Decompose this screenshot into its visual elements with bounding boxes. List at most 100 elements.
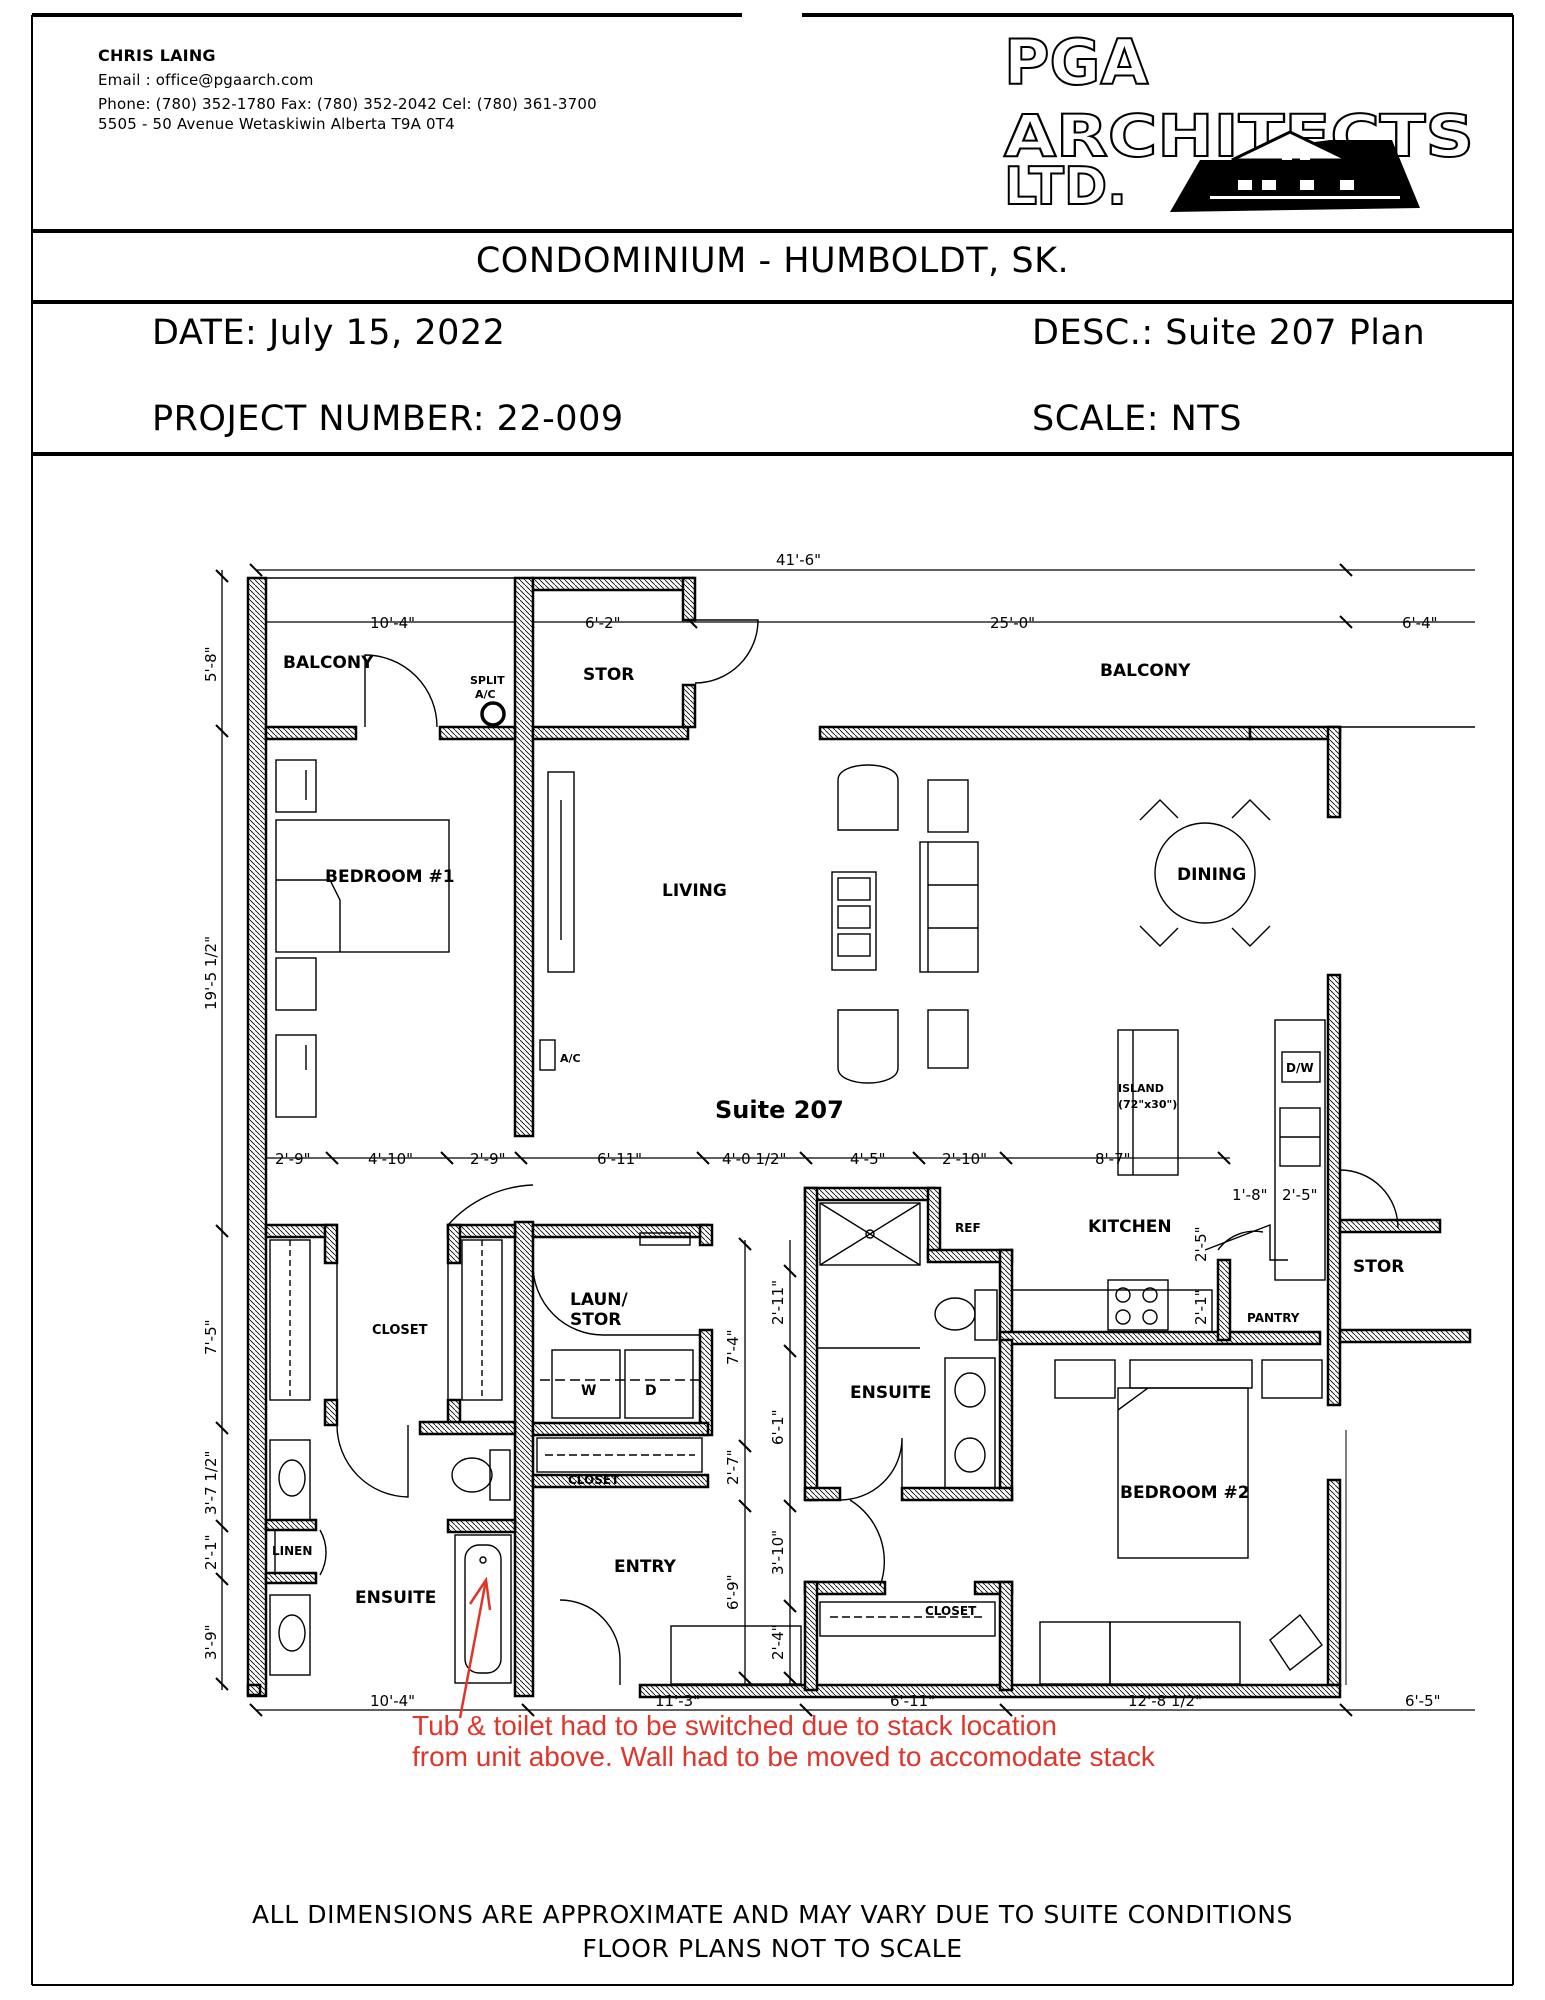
- wall-exterior-bottom: [638, 1683, 1342, 1699]
- toilet: [934, 1289, 998, 1341]
- dimension-label: 7'-5": [202, 1319, 220, 1355]
- split-ac-unit: [480, 701, 506, 727]
- dimension-label: 2'-1": [1192, 1289, 1210, 1325]
- tv-unit: [547, 771, 575, 973]
- wall-laundry-top: [531, 1223, 710, 1239]
- room-label: BALCONY: [283, 653, 374, 673]
- nightstand: [1261, 1359, 1323, 1399]
- wall-right-middle: [1326, 973, 1342, 1407]
- wall-bedroom1-living: [513, 576, 535, 1138]
- wall-ensuite-top: [418, 1420, 517, 1436]
- dimension-label: 2'-4": [769, 1624, 787, 1660]
- wall-closet-jamb-left: [323, 1398, 339, 1427]
- laundry-shelf: [639, 1232, 691, 1246]
- laundry-door: [532, 1264, 604, 1336]
- wall-closet-return-left: [323, 1223, 339, 1265]
- dimension-label: 6'-5": [1405, 1692, 1441, 1710]
- wall-balcony-bedroom1: [264, 725, 358, 741]
- room-label: REF: [955, 1221, 981, 1235]
- wall-stor-top: [531, 576, 695, 592]
- wall-stor-right-top: [681, 576, 697, 622]
- contact-email: Email : office@pgaarch.com: [98, 71, 314, 89]
- revision-note: Tub & toilet had to be switched due to s…: [412, 1710, 1155, 1772]
- washer-label: W: [581, 1383, 596, 1399]
- ac-unit: [539, 1039, 556, 1071]
- armchair: [1269, 1613, 1323, 1672]
- ensuite-door: [336, 1424, 409, 1498]
- wall-ensuite2-right: [998, 1338, 1014, 1502]
- wall-ensuite2-left: [803, 1186, 819, 1502]
- dimension-label: 7'-4": [724, 1329, 742, 1365]
- nightstand: [275, 759, 317, 813]
- nightstand: [275, 957, 317, 1011]
- bed: [275, 819, 450, 953]
- project-title: CONDOMINIUM - HUMBOLDT, SK.: [475, 241, 1070, 281]
- room-label: A/C: [475, 688, 496, 701]
- wall-stor-right-bottom: [681, 683, 697, 729]
- room-label: ENSUITE: [355, 1588, 436, 1608]
- description-field: DESC.: Suite 207 Plan: [1032, 313, 1426, 353]
- dimension-label: 12'-8 1/2": [1128, 1692, 1202, 1710]
- room-label: D/W: [1286, 1061, 1314, 1075]
- wall-closet3-right: [998, 1580, 1014, 1692]
- bedroom1-door: [447, 1184, 534, 1226]
- wall-balcony-ac: [438, 725, 517, 741]
- room-label: STOR: [1353, 1257, 1404, 1277]
- entry-bench: [670, 1625, 802, 1685]
- washer: [551, 1349, 621, 1419]
- wall-closet-return-right: [446, 1223, 462, 1265]
- project-number-field: PROJECT NUMBER: 22-009: [152, 399, 624, 439]
- dryer-label: D: [645, 1383, 657, 1399]
- firm-logo: PGA ARCHITECTS LTD.: [1003, 25, 1475, 218]
- dimension-label: 3'-9": [202, 1624, 220, 1660]
- stor-door: [694, 619, 759, 684]
- dimension-label: 4'-10": [368, 1150, 413, 1168]
- dimension-label: 11'-3": [655, 1692, 700, 1710]
- dimension-label: 6'-9": [724, 1574, 742, 1610]
- sofa: [919, 841, 979, 973]
- wall-ensuite2-jamb: [803, 1486, 842, 1502]
- wall-ref-right: [998, 1248, 1014, 1342]
- room-label: CLOSET: [568, 1473, 620, 1487]
- dishwasher: [1281, 1051, 1321, 1083]
- wall-stor-right-top: [1338, 1218, 1442, 1234]
- room-label: LAUN/: [570, 1290, 628, 1310]
- room-label: ENSUITE: [850, 1383, 931, 1403]
- contact-name: CHRIS LAING: [98, 46, 216, 65]
- wall-closet3-left: [803, 1580, 819, 1692]
- footer-note-2: FLOOR PLANS NOT TO SCALE: [582, 1934, 963, 1963]
- pantry-wall: [1204, 1223, 1288, 1261]
- walls: [246, 576, 1472, 1699]
- vanity-sink: [269, 1594, 311, 1676]
- room-labels: BALCONY SPLIT A/C STOR BALCONY BEDROOM #…: [272, 653, 1404, 1618]
- dimension-label: 10'-4": [370, 1692, 415, 1710]
- wall-right-lower: [1326, 1478, 1342, 1687]
- room-label: (72"x30"): [1118, 1098, 1177, 1111]
- dimension-label: 6'-1": [769, 1409, 787, 1445]
- revision-note-line-2: from unit above. Wall had to be moved to…: [412, 1741, 1155, 1772]
- dimension-lines: [215, 563, 1475, 1717]
- revision-note-line-1: Tub & toilet had to be switched due to s…: [412, 1710, 1057, 1741]
- wall-stor-right-bottom: [1338, 1328, 1472, 1344]
- dresser: [1109, 1621, 1241, 1685]
- side-table: [927, 779, 969, 833]
- wall-stor-living: [531, 725, 690, 741]
- wall-linen-bottom: [264, 1571, 318, 1585]
- room-label: CLOSET: [372, 1323, 428, 1338]
- side-table: [927, 1009, 969, 1069]
- closet-rod: [536, 1437, 703, 1473]
- dresser: [275, 1034, 317, 1118]
- dimension-label: 5'-8": [202, 646, 220, 682]
- logo-line-3: LTD.: [1004, 157, 1127, 217]
- logo-line-1: PGA: [1004, 26, 1148, 99]
- dimension-label: 2'-5": [1282, 1186, 1318, 1204]
- dining-table: [1139, 799, 1271, 947]
- wall-bottom-corner: [246, 1683, 262, 1697]
- kitchen-counter: [1274, 1019, 1326, 1281]
- wall-kitchen-back: [998, 1330, 1322, 1346]
- dimension-label: 8'-7": [1095, 1150, 1131, 1168]
- wall-exterior-left: [246, 576, 268, 1698]
- wall-right-upper: [1326, 725, 1342, 819]
